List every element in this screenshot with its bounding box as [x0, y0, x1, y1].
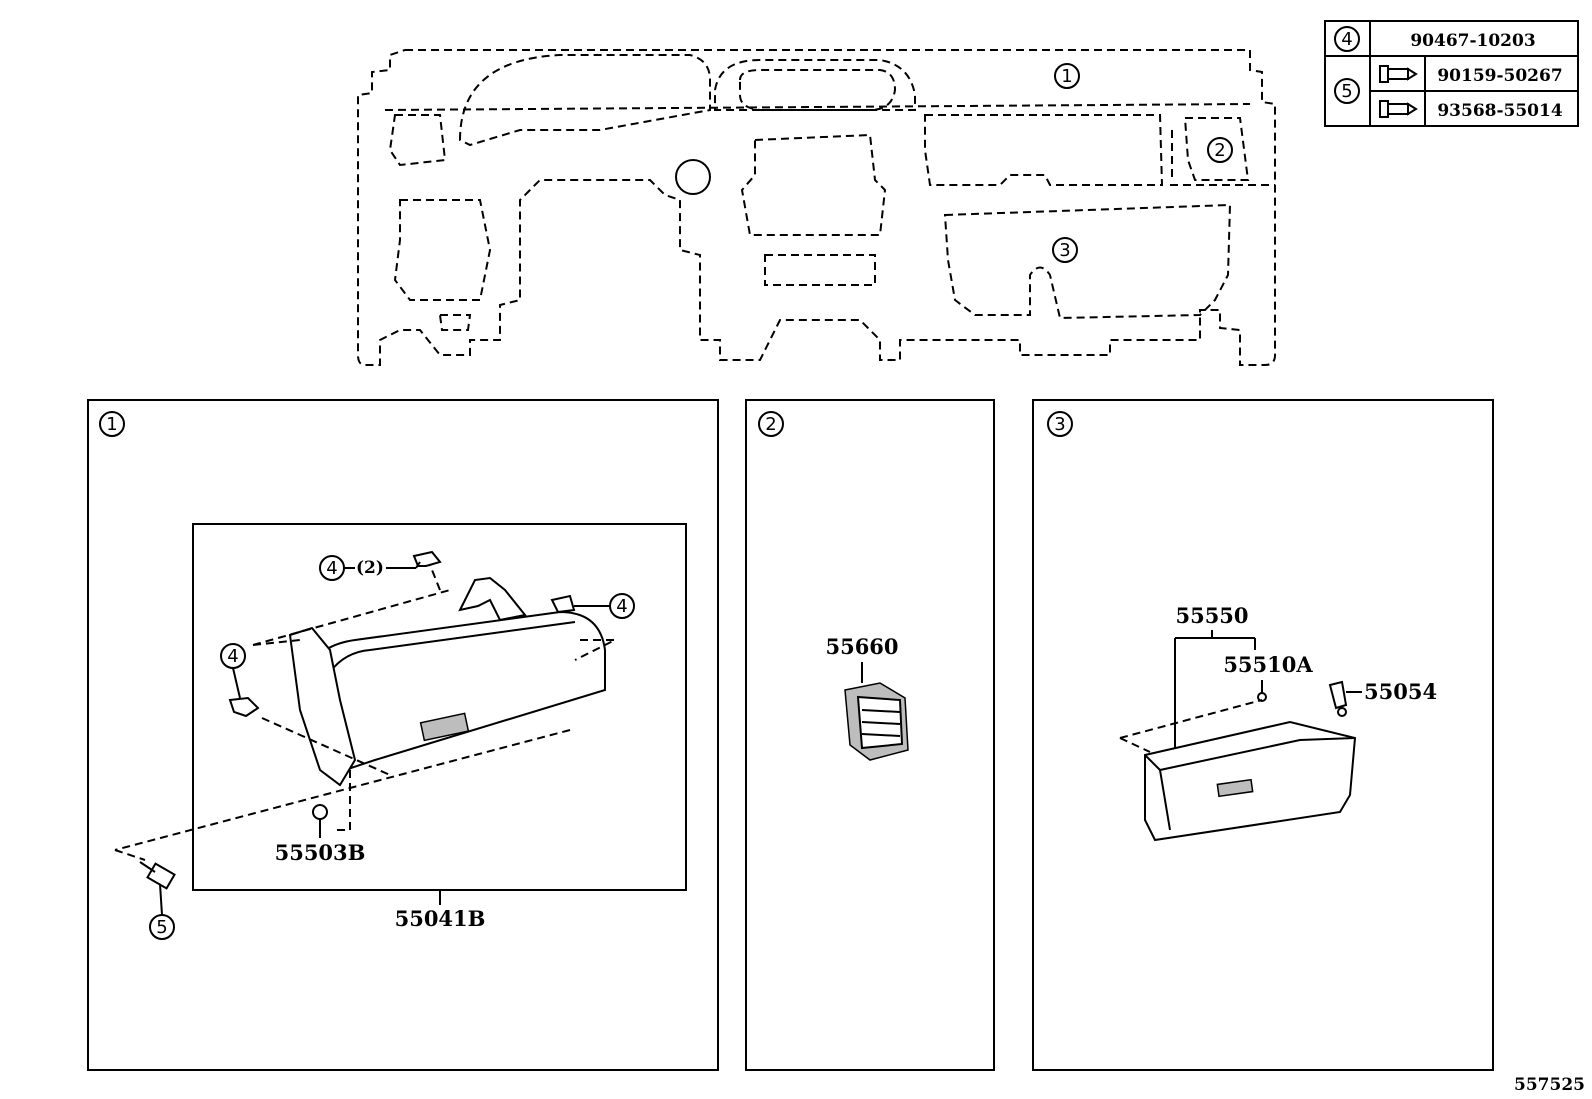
table-ref-5: 5 — [1341, 81, 1352, 102]
area-ref-circle-2 — [1207, 137, 1233, 163]
door-handle — [419, 712, 470, 742]
panel-1-frame — [87, 399, 719, 1071]
diagram-id: 557525 — [1514, 1075, 1585, 1095]
panel-1-ref: 1 — [106, 414, 117, 435]
label-55550: 55550 — [1175, 603, 1248, 628]
clip-right — [550, 594, 576, 614]
label-55660: 55660 — [825, 634, 898, 659]
label-55503B: 55503B — [275, 840, 366, 865]
table-part-93568: 93568-55014 — [1437, 101, 1563, 121]
panel-3-ref: 3 — [1054, 414, 1065, 435]
area-ref-3: 3 — [1059, 240, 1070, 261]
screw-icon — [1379, 100, 1418, 118]
panel-3: 3 55550 55510A 55054 — [1032, 399, 1494, 1071]
panel-2-frame — [745, 399, 995, 1071]
label-55041B: 55041B — [395, 906, 486, 931]
panel-1: 1 4 (2) — [87, 399, 719, 1071]
small-clip-part — [312, 804, 328, 820]
fastener-table: 4 90467-10203 5 90159-50267 93568-55014 — [1324, 20, 1579, 127]
panel-3-frame — [1032, 399, 1494, 1071]
bolt-part — [139, 861, 176, 890]
glove-box-handle — [1216, 778, 1254, 798]
table-part-90159: 90159-50267 — [1437, 66, 1562, 86]
ref-circle-4 — [1334, 26, 1360, 52]
clip-left — [228, 696, 260, 718]
label-55054: 55054 — [1364, 679, 1437, 704]
area-ref-circle-1 — [1054, 63, 1080, 89]
air-register-part — [844, 682, 909, 761]
bolt-icon — [1379, 65, 1418, 83]
panel-2: 2 55660 — [745, 399, 995, 1071]
area-ref-1: 1 — [1061, 66, 1072, 87]
instrument-panel-overview: 1 2 3 — [357, 49, 1276, 366]
area-ref-2: 2 — [1214, 140, 1225, 161]
callout-4-top: 4 — [326, 558, 337, 579]
label-55510A: 55510A — [1223, 652, 1313, 677]
area-ref-circle-3 — [1052, 237, 1078, 263]
callout-4-right: 4 — [616, 596, 627, 617]
table-part-90467: 90467-10203 — [1410, 31, 1535, 51]
callout-5: 5 — [156, 917, 167, 938]
panel-2-ref: 2 — [765, 414, 776, 435]
clip-quantity: (2) — [356, 558, 384, 578]
ref-circle-5 — [1334, 78, 1360, 104]
glove-door-assembly — [288, 576, 606, 787]
callout-4-left: 4 — [227, 646, 238, 667]
glove-box-part — [1144, 720, 1357, 842]
table-ref-4: 4 — [1341, 29, 1352, 50]
stopper-part — [1328, 680, 1348, 717]
